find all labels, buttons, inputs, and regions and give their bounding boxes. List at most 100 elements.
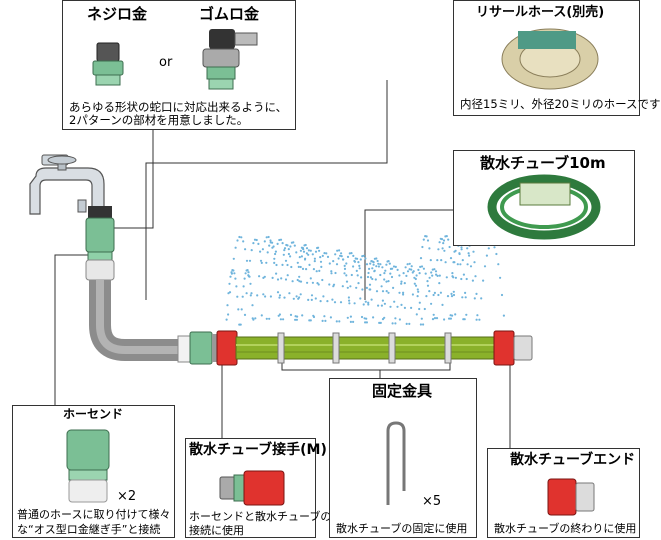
water-droplet <box>293 244 296 247</box>
water-droplet <box>284 259 288 262</box>
water-droplet <box>248 259 252 262</box>
screw-fitting-icon <box>92 42 124 86</box>
water-droplet <box>441 303 444 306</box>
water-droplet <box>383 278 386 281</box>
water-droplet <box>302 250 306 253</box>
water-droplet <box>298 296 301 299</box>
hose-end-caption-2: な“オス型ロ金継ぎ手”と接続 <box>17 523 161 536</box>
water-droplet <box>420 317 423 320</box>
water-droplet <box>434 270 438 273</box>
water-droplet <box>443 249 446 252</box>
water-droplet <box>392 265 396 268</box>
water-droplet <box>447 238 450 241</box>
water-droplet <box>333 301 337 304</box>
water-droplet <box>247 271 250 274</box>
water-droplet <box>365 286 368 289</box>
water-droplet <box>353 302 356 305</box>
water-droplet <box>278 238 281 242</box>
water-droplet <box>299 265 302 269</box>
water-droplet <box>379 273 382 277</box>
rubber-fitting-label: ゴムロ金 <box>199 5 260 23</box>
water-droplet <box>295 318 298 321</box>
water-droplet <box>385 263 388 266</box>
water-droplet <box>348 299 351 302</box>
water-droplet <box>243 277 246 280</box>
water-droplet <box>435 273 438 276</box>
water-droplet <box>464 296 467 299</box>
water-droplet <box>346 286 349 289</box>
water-droplet <box>336 249 339 252</box>
water-droplet <box>292 297 295 300</box>
water-droplet <box>279 238 283 241</box>
water-droplet <box>442 239 446 242</box>
hose-pipe-highlight <box>96 280 180 354</box>
water-droplet <box>281 242 284 245</box>
water-droplet <box>310 294 314 297</box>
water-droplet <box>357 282 360 285</box>
water-droplet <box>377 265 380 268</box>
water-droplet <box>289 255 292 258</box>
water-droplet <box>300 246 303 249</box>
water-droplet <box>381 290 385 293</box>
or-label: or <box>159 55 173 70</box>
water-droplet <box>420 265 424 268</box>
water-droplet <box>283 247 287 250</box>
water-droplet <box>328 283 331 286</box>
water-droplet <box>466 263 469 266</box>
water-droplet <box>396 305 399 308</box>
water-droplet <box>314 250 318 253</box>
water-droplet <box>406 263 409 266</box>
water-droplet <box>365 321 368 324</box>
water-droplet <box>419 257 423 260</box>
tube-joint-image <box>219 470 285 506</box>
water-droplet <box>374 278 377 281</box>
water-droplet <box>438 274 441 277</box>
water-droplet <box>385 290 388 293</box>
water-droplet <box>332 283 336 286</box>
water-droplet <box>228 282 231 285</box>
water-droplet <box>371 267 374 270</box>
water-droplet <box>225 318 228 321</box>
water-droplet <box>369 262 372 265</box>
water-droplet <box>400 280 403 283</box>
water-droplet <box>452 261 455 264</box>
water-droplet <box>288 292 291 295</box>
water-droplet <box>316 282 319 285</box>
hose-pipe <box>89 280 180 361</box>
water-droplet <box>269 295 272 298</box>
water-droplet <box>463 318 466 321</box>
water-droplet <box>367 271 370 275</box>
water-droplet <box>345 274 348 277</box>
water-droplet <box>301 314 304 317</box>
water-droplet <box>408 268 411 271</box>
water-droplet <box>424 235 427 238</box>
water-droplet <box>358 264 361 267</box>
water-droplet <box>317 246 320 249</box>
water-droplet <box>432 313 435 316</box>
water-droplet <box>245 292 248 295</box>
water-droplet <box>387 260 390 263</box>
water-droplet <box>325 252 328 255</box>
water-droplet <box>338 320 341 323</box>
water-droplet <box>309 277 312 280</box>
hose-end-count: ×2 <box>117 489 137 504</box>
water-droplet <box>416 288 419 291</box>
water-droplet <box>313 260 316 263</box>
water-droplet <box>251 304 254 307</box>
water-droplet <box>373 270 376 273</box>
water-droplet <box>324 319 327 322</box>
water-droplet <box>375 290 379 293</box>
water-droplet <box>299 249 302 252</box>
recycle-hose-box: リサールホース(別売) 内径15ミリ、外径20ミリのホースです <box>453 0 661 116</box>
water-droplet <box>464 291 467 294</box>
water-droplet <box>485 254 488 257</box>
water-droplet <box>318 269 321 272</box>
water-droplet <box>377 304 380 307</box>
water-droplet <box>229 275 232 278</box>
water-droplet <box>343 267 347 270</box>
water-droplet <box>406 270 410 273</box>
water-droplet <box>242 285 245 288</box>
water-droplet <box>321 254 324 257</box>
water-droplet <box>312 315 316 319</box>
water-droplet <box>404 266 407 269</box>
